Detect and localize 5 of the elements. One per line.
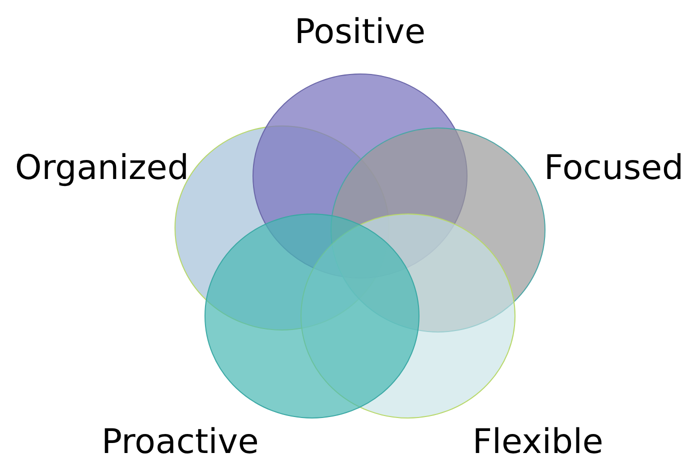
circle-label: Organized <box>15 150 189 187</box>
circle-label: Positive <box>294 14 426 51</box>
circle-label: Focused <box>544 150 684 187</box>
circle-label: Proactive <box>102 424 259 461</box>
circle-label: Flexible <box>472 424 604 461</box>
